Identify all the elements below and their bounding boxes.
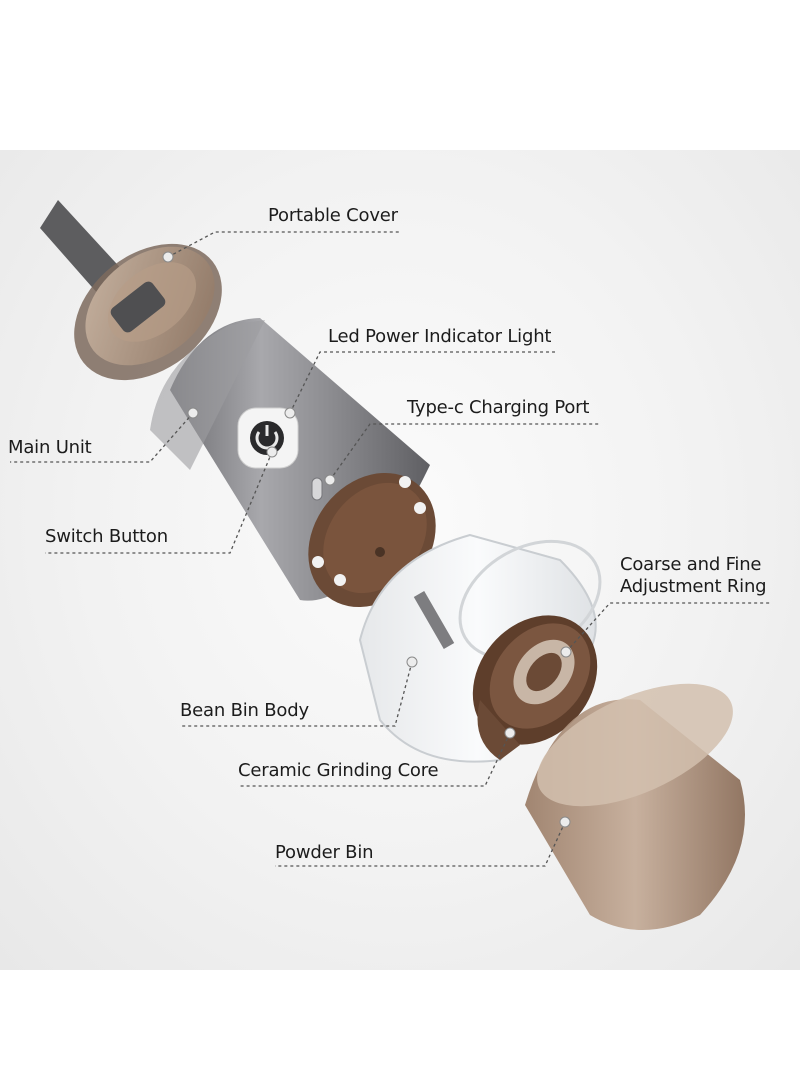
label-adjustment-ring-line2: Adjustment Ring	[620, 576, 767, 597]
marker-dots	[162, 251, 572, 828]
powder-bin	[525, 683, 745, 930]
label-main-unit: Main Unit	[8, 437, 92, 458]
label-switch-button: Switch Button	[45, 526, 168, 547]
label-adjustment-ring-line1: Coarse and Fine	[620, 554, 762, 575]
label-type-c-port: Type-c Charging Port	[407, 397, 590, 418]
label-powder-bin: Powder Bin	[275, 842, 374, 863]
power-icon	[237, 407, 299, 469]
label-portable-cover: Portable Cover	[268, 205, 398, 226]
usb-c-port-icon	[311, 477, 323, 501]
label-bean-bin-body: Bean Bin Body	[180, 700, 309, 721]
label-adjustment-ring: Coarse and Fine Adjustment Ring	[620, 554, 800, 598]
label-led-indicator: Led Power Indicator Light	[328, 326, 552, 347]
label-ceramic-core: Ceramic Grinding Core	[238, 760, 439, 781]
portable-cover	[40, 200, 222, 381]
leader-lines	[10, 231, 770, 867]
